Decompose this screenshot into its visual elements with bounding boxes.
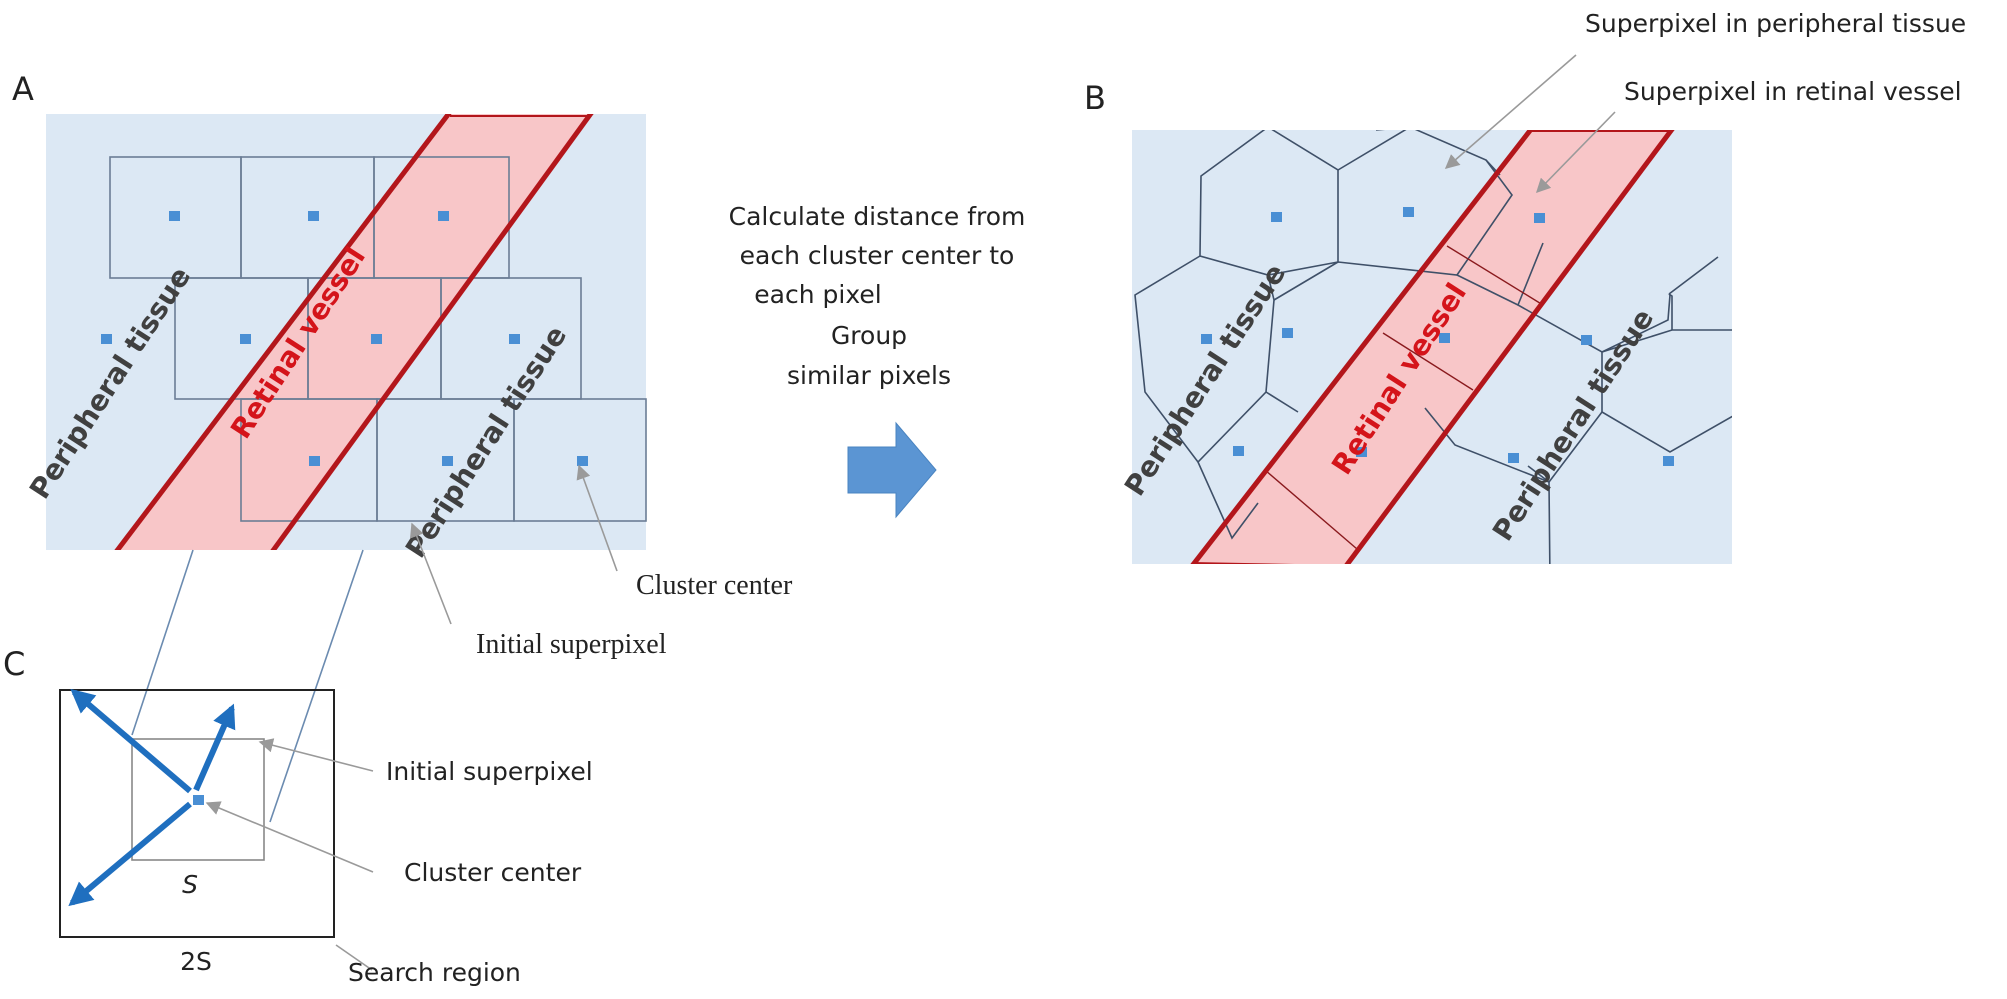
cluster-center-marker [577,456,588,466]
cluster-center-marker [1581,335,1592,345]
vessel-edge-left [114,114,452,550]
cluster-center-marker [101,334,112,344]
process-text-line-5: similar pixels [787,361,951,390]
panel-a-vessel [119,114,590,550]
cluster-center-marker [309,456,320,466]
panel-c: C S 2S Initial superpixel Cluster center… [3,549,593,987]
superpixel-boundary [1197,461,1259,540]
pointer-superpixel-vessel [1535,111,1616,194]
vessel-superpixel-divider [1446,245,1544,306]
cluster-center-marker [169,211,180,221]
superpixel-boundary [1668,256,1719,330]
panel-b-vessel-inner-lines [1264,245,1544,550]
cluster-center-marker [240,334,251,344]
panel-a-label: A [12,70,34,108]
process-text-line-3: each pixel [754,280,881,309]
process-text-line-1: Calculate distance from [729,202,1026,231]
panel-b-vessel [1195,130,1671,564]
superpixel-boundary [1337,130,1513,276]
cluster-center-marker [308,211,319,221]
superpixel-boundary [1527,465,1551,564]
panel-b-cluster-centers [1201,207,1674,466]
superpixel-boundary [1424,407,1603,483]
annotation-cluster-center-a: Cluster center [636,570,793,601]
cluster-center-marker [1356,447,1367,457]
zoom-projection-line [269,549,364,823]
pointer-initial-superpixel-a [410,522,452,625]
initial-superpixel-box [131,738,265,861]
annotation-search-region: Search region [348,958,521,987]
cluster-center-marker-c [193,795,204,805]
panel-c-label: C [3,645,25,683]
superpixel-boundary [1456,274,1519,306]
annotation-superpixel-vessel: Superpixel in retinal vessel [1624,77,1962,106]
vessel-edge-right [1344,130,1675,564]
process-arrow [847,421,937,519]
vessel-band [1195,130,1671,564]
pointer-search-region [335,944,373,971]
panel-b-vessel-edges [1190,130,1675,564]
vessel-superpixel-divider [1264,469,1358,550]
panel-b-label: B [1084,79,1106,117]
process-text-line-2: each cluster center to [740,241,1015,270]
panel-a-initial-grid [109,156,647,522]
cluster-center-marker [1534,213,1545,223]
vessel-edge-bottom [1191,562,1295,564]
panel-b: Peripheral tissue Retinal vessel Periphe… [1084,9,1966,564]
dimension-2s: 2S [180,947,212,976]
cluster-center-marker [1403,207,1414,217]
process-step: Calculate distance from each cluster cen… [729,202,1026,519]
panel-a-vessel-edges [114,114,594,554]
cluster-center-marker [371,334,382,344]
pointer-cluster-center-a [576,464,618,572]
pointer-superpixel-peripheral [1444,54,1577,169]
vessel-superpixel-divider [1382,332,1474,391]
panel-a: Peripheral tissue Retinal vessel Periphe… [12,70,793,660]
vessel-band [119,114,590,550]
cluster-center-marker [1663,456,1674,466]
pointer-cluster-center-c [205,801,374,873]
annotation-superpixel-peripheral: Superpixel in peripheral tissue [1585,9,1966,38]
annotation-initial-superpixel-a: Initial superpixel [476,629,667,660]
search-region-box [59,689,335,938]
cluster-center-marker [438,211,449,221]
vessel-edge-bottom [116,551,272,554]
grid-cell [513,398,647,522]
distance-arrows [68,688,236,907]
annotation-cluster-center-c: Cluster center [404,858,582,887]
vessel-edge-left [1190,130,1534,564]
vessel-edge-right [270,114,594,550]
cluster-center-marker [1439,333,1450,343]
distance-arrow [70,688,192,794]
cluster-center-marker [442,456,453,466]
cluster-center-marker [509,334,520,344]
panel-b-superpixel-boundaries [1134,130,1732,564]
dimension-s: S [182,870,198,899]
distance-arrow [68,801,192,907]
zoom-projection-line [131,549,194,736]
annotation-initial-superpixel-c: Initial superpixel [386,757,593,786]
process-text-line-4: Group [831,321,907,350]
pointer-initial-superpixel-c [258,738,374,772]
distance-arrow [193,703,236,792]
cluster-center-marker [1201,334,1212,344]
panel-a-cluster-centers [101,211,588,466]
cluster-center-marker [1233,446,1244,456]
cluster-center-marker [1282,328,1293,338]
cluster-center-marker [1508,453,1519,463]
cluster-center-marker [1271,212,1282,222]
superpixel-boundary [1265,261,1339,413]
